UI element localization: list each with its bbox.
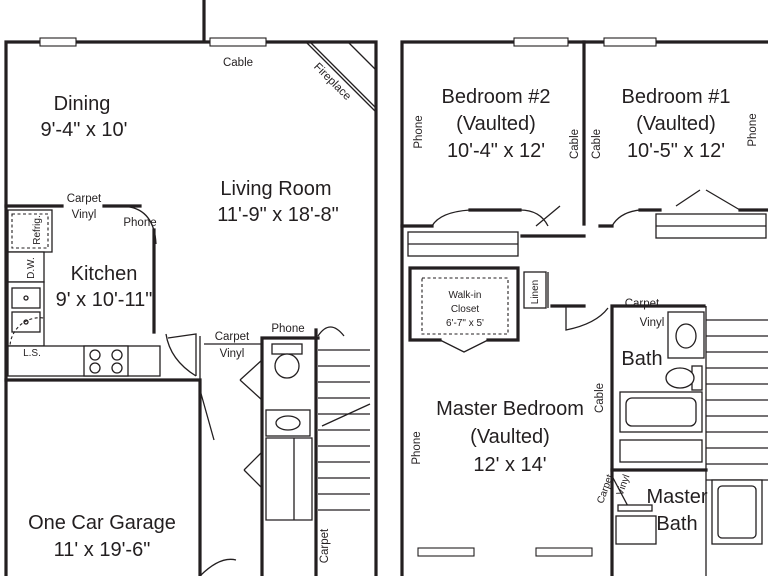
fireplace-label: Fireplace [311,61,353,103]
bath-toilet-bowl [665,367,695,389]
dining-window [39,37,77,47]
bath-carpet-label: Carpet [625,298,660,310]
refrigerator [7,209,53,253]
refrigerator-outline [11,213,49,249]
kitchen-vinyl-label: Vinyl [72,209,97,221]
hall-door-swing [565,306,609,331]
master-phone-label: Phone [411,431,423,464]
vanity-sink-1 [275,415,301,431]
first-floor-exterior-wall [4,0,378,576]
powder-phone-label: Phone [271,323,304,335]
master-cable-label: Cable [594,383,606,413]
garage-dims: 11' x 19'-6" [54,539,151,561]
hall-vinyl-label: Vinyl [220,348,245,360]
master-bath-line1: Master [646,486,707,508]
stairs-second-floor [705,306,768,576]
garage-name: One Car Garage [28,512,176,534]
walkin-line1: Walk-in [449,290,482,301]
bedroom2-window [513,37,569,47]
lazy-susan [9,317,45,351]
second-floor [400,37,768,576]
walkin-line2: Closet [451,304,480,315]
master-bedroom-note: (Vaulted) [470,426,550,448]
walkin-door [439,339,489,353]
pantry [199,336,215,441]
master-bedroom-dims: 12' x 14' [473,454,546,476]
garage-lower-door [199,558,237,576]
bedroom1-dims: 10'-5" x 12' [627,140,725,162]
dw-label: D.W. [26,257,37,279]
bath-vinyl-label: Vinyl [640,317,665,329]
kitchen-wall-curve [119,205,157,245]
bedroom1-name: Bedroom #1 [622,86,731,108]
utility-closet [265,437,313,521]
kitchen-dims: 9' x 10'-11" [56,289,153,311]
master-vanity [615,515,657,545]
bedroom1-window [603,37,657,47]
fireplace-shape [305,41,377,113]
living-dims: 11'-9" x 18'-8" [217,204,339,226]
living-cable-label: Cable [223,57,253,69]
burner-2 [111,349,123,361]
hall-carpet-label: Carpet [215,331,250,343]
bedroom1-phone-label: Phone [747,113,759,146]
walkin-wall [408,266,520,342]
bathtub-inner [625,397,697,427]
shower-inner [717,485,757,539]
bedroom-door-swings [431,189,741,227]
master-bath-vinyl-label: Vinyl [615,473,633,497]
kitchen-name: Kitchen [71,263,138,285]
bedroom2-name: Bedroom #2 [442,86,551,108]
center-wall [260,328,320,576]
burner-1 [89,349,101,361]
walkin-shelf [421,277,509,335]
dishwasher [7,251,45,283]
master-bath-door [611,475,631,511]
linen-label: Linen [530,280,541,304]
bedroom1-note: (Vaulted) [636,113,716,135]
ls-label: L.S. [23,348,41,359]
kitchen-phone-label: Phone [123,217,156,229]
refrig-label: Refrig. [32,215,43,244]
master-bath-line2: Bath [656,513,697,535]
bedroom2-phone-label: Phone [413,115,425,148]
master-bedroom-name: Master Bedroom [436,398,584,420]
dining-dims: 9'-4" x 10' [40,119,127,141]
bedroom2-dims: 10'-4" x 12' [447,140,545,162]
burner-4 [111,362,123,374]
bath-name: Bath [621,348,662,370]
sink-drain-left [23,295,29,301]
garage-door-swing [165,333,197,377]
burner-3 [89,362,101,374]
living-window [209,37,267,47]
bath-shelf [619,439,703,463]
closet-doors [239,359,263,489]
bath-sink [675,323,697,349]
dining-name: Dining [54,93,111,115]
toilet-tank-1 [271,343,303,355]
bath-wall [520,234,706,576]
first-floor [4,0,378,576]
bedroom2-cable-label: Cable [569,129,581,159]
living-name: Living Room [220,178,331,200]
stair-carpet-label: Carpet [319,528,331,563]
walkin-dims: 6'-7" x 5' [446,318,484,329]
linen-closet [523,271,547,309]
stairs-first-floor [317,326,371,511]
master-toilet [617,504,653,512]
master-window-2 [535,547,593,557]
bedroom1-cable-label: Cable [591,129,603,159]
kitchen-carpet-label: Carpet [67,193,102,205]
master-window-1 [417,547,475,557]
bedrooms-bottom-wall [400,208,768,228]
toilet-bowl-1 [274,353,300,379]
bedroom2-note: (Vaulted) [456,113,536,135]
